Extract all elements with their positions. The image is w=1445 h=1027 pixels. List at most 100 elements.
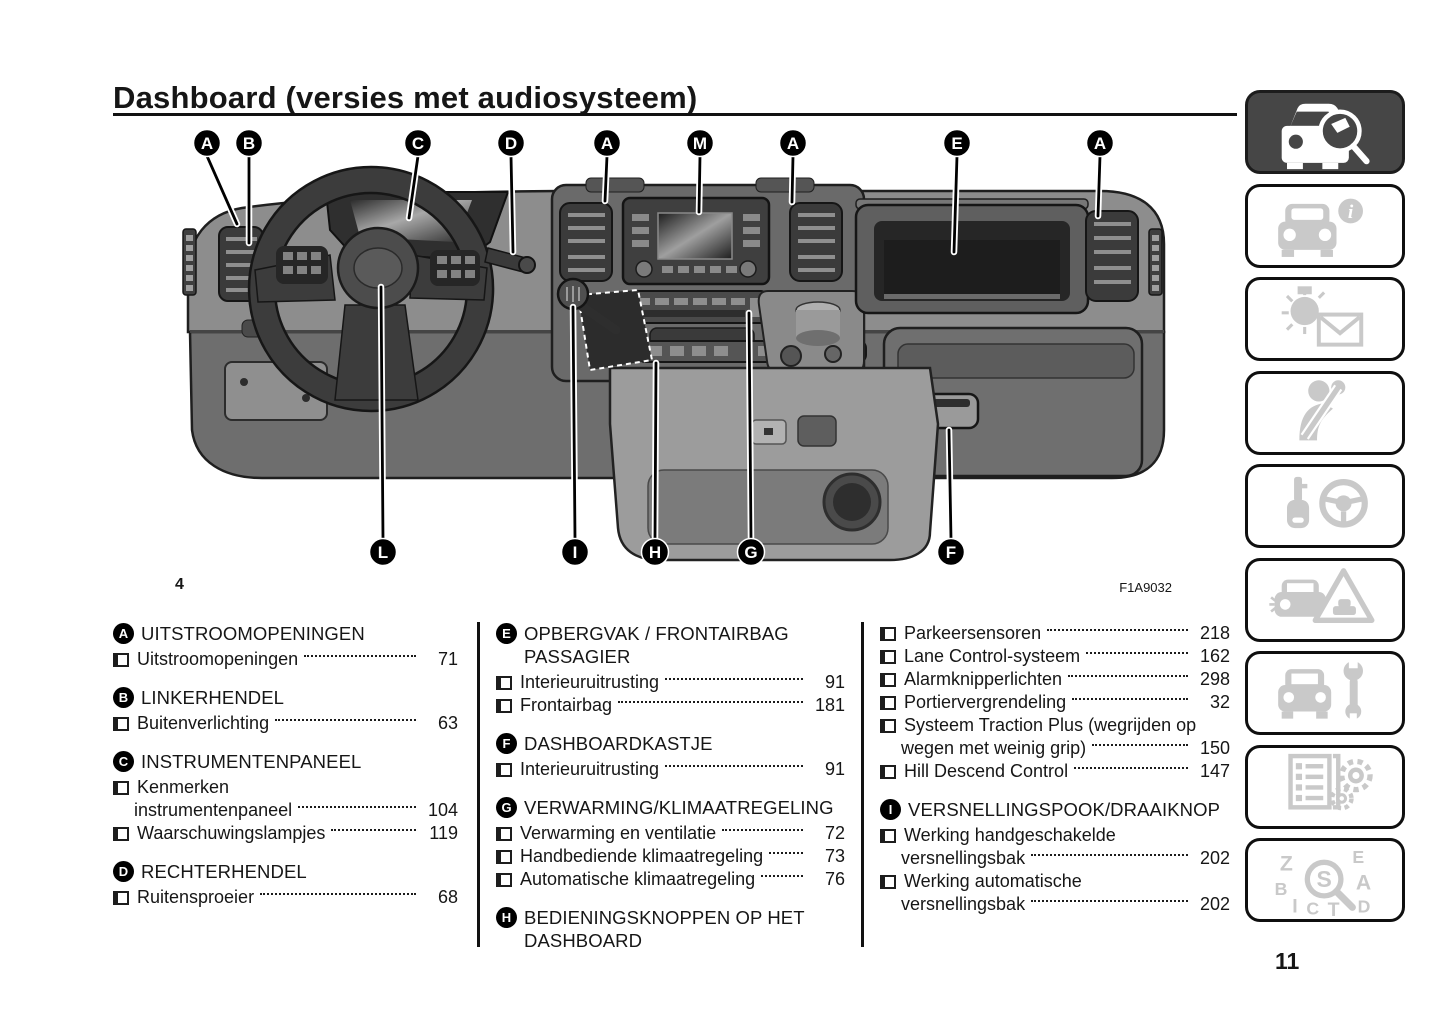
dot-leader [761,874,803,877]
svg-text:C: C [1306,898,1319,918]
open-storage-shelf [854,198,1090,315]
square-bullet-icon [880,828,896,843]
svg-text:D: D [1358,897,1371,917]
section-letter-badge: A [113,623,134,644]
callout-letter: A [1094,134,1106,153]
index-item: Werking handgeschakelde versnellingsbak … [880,824,1230,870]
dot-leader [1074,766,1188,769]
car-magnifier-icon [1281,103,1370,170]
square-bullet-icon [880,649,896,664]
item-page: 63 [437,713,458,733]
item-label: Parkeersensoren [904,623,1042,643]
square-bullet-icon [880,626,896,641]
square-bullet-icon [113,780,129,795]
seatbelt-person-icon [1299,380,1346,441]
wiper-stalk [484,247,536,274]
center-vent-left [559,202,613,282]
square-bullet-icon [113,652,129,667]
column-divider [861,622,864,947]
item-label: Systeem Traction Plus (wegrijden op [904,715,1197,735]
square-bullet-icon [496,849,512,864]
callout-letter: B [243,134,255,153]
section-title: BEDIENINGSKNOPPEN OP HET [524,907,805,928]
leader-lines [203,152,1104,543]
square-bullet-icon [113,826,129,841]
section-title: DASHBOARD [524,930,643,951]
item-label: Interieuruitrusting [520,759,660,779]
tab-emergency[interactable] [1245,558,1405,642]
section-title: VERSNELLINGSPOOK/DRAAIKNOP [908,799,1221,820]
tab-safety[interactable] [1245,371,1405,455]
item-label: Uitstroomopeningen [137,649,299,669]
callout-letter: F [946,543,956,562]
index-item: Ruitensproeier 68 [113,886,458,909]
page-title: Dashboard (versies met audiosysteem) [113,80,698,115]
dot-leader [665,764,803,767]
dashboard-illustration: A B C D A M A E A L I H G F [182,128,1166,567]
list-gears-icon [1288,753,1373,811]
section-letter-badge: G [496,797,517,818]
steering-wheel [247,165,495,413]
item-page: 202 [1199,848,1230,868]
door-vent-left [182,228,197,296]
tab-vehicle-overview[interactable] [1245,90,1405,174]
item-label: Waarschuwingslampjes [137,823,326,843]
car-wrench-icon [1278,660,1363,721]
square-bullet-icon [496,698,512,713]
section-title: PASSAGIER [524,646,631,667]
index-item: Parkeersensoren 218 [880,622,1230,645]
index-item: Systeem Traction Plus (wegrijden op wege… [880,714,1230,760]
svg-text:B: B [1275,879,1288,899]
dot-leader [298,805,416,808]
item-label: Alarmknipperlichten [904,669,1063,689]
tab-technical-data[interactable] [1245,745,1405,829]
index-item: Waarschuwingslampjes 119 [113,822,458,845]
dot-leader [722,828,803,831]
dot-leader [1047,628,1188,631]
dot-leader [769,851,803,854]
item-label: Handbediende klimaatregeling [520,846,764,866]
callout-letter: M [693,134,707,153]
dot-leader [260,892,416,895]
callout-letter: L [378,543,388,562]
item-label: Werking handgeschakelde [904,825,1116,845]
index-section-f: F DASHBOARDKASTJE Interieuruitrusting 91 [496,732,845,781]
index-item: Hill Descend Control 147 [880,760,1230,783]
dot-leader [1072,697,1188,700]
tab-starting-driving[interactable] [1245,464,1405,548]
item-page: 73 [824,846,845,866]
item-label: Hill Descend Control [904,761,1069,781]
svg-text:I: I [1292,896,1297,918]
callout-letter: H [649,543,661,562]
item-page: 147 [1199,761,1230,781]
cup-console [757,290,865,374]
section-letter-badge: D [113,861,134,882]
section-title: OPBERGVAK / FRONTAIRBAG [524,623,789,644]
title-rule [113,113,1237,116]
item-page: 72 [824,823,845,843]
item-page: 91 [824,759,845,779]
index-column-1: A UITSTROOMOPENINGEN Uitstroomopeningen … [113,622,458,924]
tab-servicing-care[interactable] [1245,651,1405,735]
tab-vehicle-info[interactable]: i [1245,184,1405,268]
index-item: Interieuruitrusting 91 [496,758,845,781]
center-console [608,366,940,562]
callout-markers-top: A B C D A M A E A [192,128,1115,158]
figure-number: 4 [175,576,184,593]
index-item: Portiervergrendeling 32 [880,691,1230,714]
center-vent-right [789,202,843,282]
index-item: Alarmknipperlichten 298 [880,668,1230,691]
tab-warning-lights-messages[interactable] [1245,277,1405,361]
stack-wing-left [585,177,645,193]
index-column-2: E OPBERGVAK / FRONTAIRBAG PASSAGIER Inte… [496,622,845,967]
square-bullet-icon [496,826,512,841]
callout-letter: D [505,134,517,153]
index-section-b: B LINKERHENDEL Buitenverlichting 63 [113,686,458,735]
section-title: LINKERHENDEL [141,687,285,708]
callout-letter: A [787,134,799,153]
wheel-buttons-right [430,250,480,286]
index-item: Frontairbag 181 [496,694,845,717]
dot-leader [1086,651,1188,654]
square-bullet-icon [113,716,129,731]
